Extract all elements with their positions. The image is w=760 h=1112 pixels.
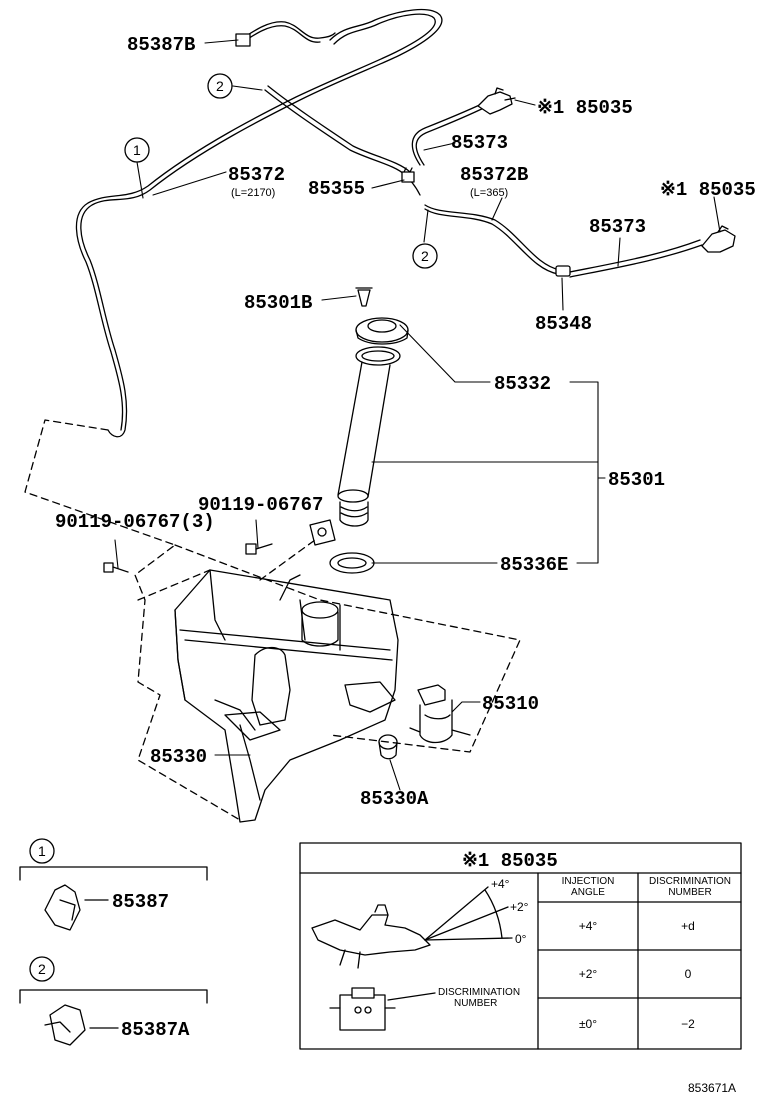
hose-85373-mid: [569, 239, 703, 278]
label-85372B-length: (L=365): [470, 187, 508, 199]
label-85035-top: ※1 85035: [537, 97, 633, 119]
hose-85373-top: [411, 99, 493, 166]
label-85330A: 85330A: [360, 788, 429, 810]
callout-1-main-text: 1: [133, 142, 141, 158]
filler-ring: [355, 346, 401, 366]
label-85035-right: ※1 85035: [660, 179, 756, 201]
callout-2-top-text: 2: [216, 78, 224, 94]
detail-clip-85387: [19, 838, 208, 931]
joint-85348: [555, 265, 571, 277]
nozzle-85035-top: [477, 87, 516, 115]
bolt-90119-a: [245, 543, 273, 555]
label-85387A: 85387A: [121, 1019, 190, 1041]
pump-85310: [409, 684, 471, 744]
nozzle-detail-table: [299, 842, 742, 1050]
table-cell-angle: ±0°: [579, 1017, 597, 1031]
label-85372: 85372: [228, 164, 285, 186]
table-title: ※1 85035: [462, 850, 558, 872]
callout-2-detail-text: 2: [38, 961, 46, 977]
callout-1-main: [124, 137, 150, 163]
nozzle-85035-right: [701, 225, 736, 253]
grommet-85336E: [329, 552, 375, 574]
dashed-assembly-outline: [24, 419, 521, 821]
callout-2-top: [207, 73, 233, 99]
table-header-number-1: DISCRIMINATION: [649, 876, 731, 887]
angle-mark-plus4: +4°: [491, 877, 510, 891]
label-85355: 85355: [308, 178, 365, 200]
table-cell-number: 0: [685, 967, 692, 981]
angle-mark-zero: 0°: [515, 932, 527, 946]
washer-hose-85372: [75, 8, 443, 438]
table-cell-angle: +4°: [579, 919, 598, 933]
table-cell-number: −2: [681, 1017, 695, 1031]
table-cell-angle: +2°: [579, 967, 598, 981]
filler-cap-85332: [355, 317, 409, 345]
grommet-85330A: [378, 734, 398, 760]
table-cell-number: +d: [681, 919, 695, 933]
label-85373-mid: 85373: [589, 216, 646, 238]
clip-85301B: [355, 287, 373, 307]
label-85336E: 85336E: [500, 554, 568, 576]
callout-1-detail-text: 1: [38, 843, 46, 859]
hose-85387B: [235, 21, 336, 47]
label-85301B: 85301B: [244, 292, 312, 314]
table-header-angle-2: ANGLE: [571, 887, 605, 898]
discrimination-label-2: NUMBER: [454, 998, 497, 1009]
label-85301: 85301: [608, 469, 665, 491]
label-85330: 85330: [150, 746, 207, 768]
label-90119-06767: 90119-06767: [198, 494, 323, 516]
discrimination-label-1: DISCRIMINATION: [438, 987, 520, 998]
table-header-angle-1: INJECTION: [562, 876, 615, 887]
hose-85372B: [424, 204, 561, 275]
bolt-90119-b: [103, 562, 129, 573]
callout-2-mid: [412, 243, 438, 269]
joint-85355: [401, 167, 415, 183]
drawing-number: 853671A: [688, 1081, 736, 1095]
callout-2-mid-text: 2: [421, 248, 429, 264]
label-85332: 85332: [494, 373, 551, 395]
label-85387: 85387: [112, 891, 169, 913]
angle-mark-plus2: +2°: [510, 900, 529, 914]
label-85372B: 85372B: [460, 164, 528, 186]
label-85348: 85348: [535, 313, 592, 335]
label-85387B: 85387B: [127, 34, 195, 56]
detail-clip-85387A: [19, 956, 208, 1046]
label-85310: 85310: [482, 693, 539, 715]
leader-lines: [114, 39, 721, 791]
label-85372-length: (L=2170): [231, 187, 275, 199]
washer-tank-85330: [174, 519, 399, 823]
filler-pipe-85301: [337, 361, 391, 527]
table-header-number-2: NUMBER: [668, 887, 711, 898]
label-90119-06767-3: 90119-06767(3): [55, 511, 215, 533]
label-85373-top: 85373: [451, 132, 508, 154]
